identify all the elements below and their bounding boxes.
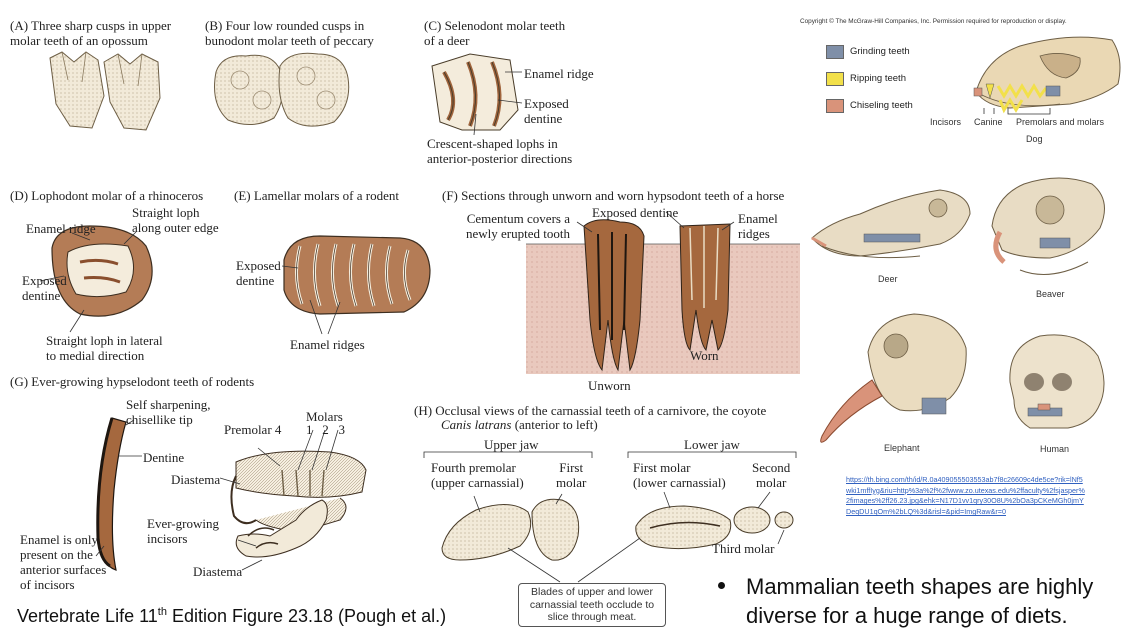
rodent-molars <box>281 235 431 335</box>
panel-h-upper-jaw: Upper jaw <box>484 437 539 452</box>
panel-g-molar-numbers: 1 2 3 <box>306 422 345 437</box>
panel-h-species-suffix: (anterior to left) <box>511 417 598 432</box>
opossum-molars <box>49 51 161 131</box>
figure-caption: Vertebrate Life 11th Edition Figure 23.1… <box>17 606 446 627</box>
panel-g-diastema-upper: Diastema <box>171 472 221 487</box>
rodent-skull-section <box>219 429 367 571</box>
panel-g-evergrowing-label: Ever-growing incisors <box>147 516 219 546</box>
coyote-carnassials <box>423 451 797 583</box>
elephant-name: Elephant <box>884 443 920 453</box>
panel-d-title: (D) Lophodont molar of a rhinoceros <box>10 188 204 203</box>
panel-h-subtitle: Canis latrans (anterior to left) <box>441 417 598 432</box>
panel-h-fourth-premolar: Fourth premolar (upper carnassial) <box>431 460 524 490</box>
panel-h-title: (H) Occlusal views of the carnassial tee… <box>414 403 767 418</box>
human-skull <box>1009 334 1105 429</box>
caption-pre: Vertebrate Life 11 <box>17 606 158 626</box>
horse-teeth <box>526 211 800 374</box>
panel-b-title: (B) Four low rounded cusps in bunodont m… <box>205 18 374 48</box>
panel-g-molars-label: Molars <box>306 409 343 424</box>
panel-h-third-molar: Third molar <box>712 541 775 556</box>
dog-name: Dog <box>1026 134 1043 144</box>
deer-skull <box>811 189 971 259</box>
peccary-molars <box>214 52 350 127</box>
rodent-incisor <box>95 417 142 571</box>
panel-g-enamel-label: Enamel is only present on the anterior s… <box>20 532 107 592</box>
panel-h-second-molar: Second molar <box>752 460 791 490</box>
panel-h-first-molar-lower: First molar (lower carnassial) <box>633 460 726 490</box>
caption-sup: th <box>157 606 167 618</box>
panel-h-species: Canis latrans <box>441 417 512 432</box>
copyright-notice: Copyright © The McGraw-Hill Companies, I… <box>800 18 1067 25</box>
deer-molar <box>431 53 523 136</box>
carnassial-callout: Blades of upper and lower carnassial tee… <box>518 583 666 627</box>
panel-e-ridges-label: Enamel ridges <box>290 337 365 352</box>
panel-c-title: (C) Selenodont molar teeth of a deer <box>424 18 566 48</box>
bullet-marker <box>718 582 725 589</box>
panel-f-worn-label: Worn <box>690 348 719 363</box>
panel-g-premolar-label: Premolar 4 <box>224 422 282 437</box>
deer-name: Deer <box>878 274 898 284</box>
legend-swatch-ripping <box>826 72 844 86</box>
dog-incisors-label: Incisors <box>930 117 962 127</box>
legend-label-ripping: Ripping teeth <box>850 73 906 84</box>
panel-d-straight-lateral-label: Straight loph in lateral to medial direc… <box>46 333 163 363</box>
panel-h-lower-jaw: Lower jaw <box>684 437 740 452</box>
panel-a-title: (A) Three sharp cusps in upper molar tee… <box>10 18 172 48</box>
bullet-text: Mammalian teeth shapes are highly divers… <box>746 574 1094 628</box>
panel-g-diastema-lower: Diastema <box>193 564 243 579</box>
dog-skull <box>973 36 1121 115</box>
human-name: Human <box>1040 444 1070 454</box>
panel-c-enamel-label: Enamel ridge <box>524 66 594 81</box>
panel-c-dentine-label: Exposed dentine <box>524 96 569 126</box>
panel-g-title: (G) Ever-growing hypselodont teeth of ro… <box>10 374 255 389</box>
panel-c-lophs-label: Crescent-shaped lophs in anterior-poster… <box>427 136 573 166</box>
panel-f-cementum-label: Cementum covers a newly erupted tooth <box>466 211 570 241</box>
beaver-skull <box>991 177 1105 275</box>
panel-h-first-molar-upper: First molar <box>556 460 587 490</box>
legend-swatch-grinding <box>826 45 844 59</box>
legend-swatch-chiseling <box>826 99 844 113</box>
panel-f-enamel-label: Enamel ridges <box>738 211 778 241</box>
panel-g-dentine-label: Dentine <box>143 450 185 465</box>
beaver-name: Beaver <box>1036 289 1065 299</box>
panel-g-self-label: Self sharpening, chisellike tip <box>126 397 211 427</box>
panel-d-straight-outer-label: Straight loph along outer edge <box>132 205 219 235</box>
panel-d-dentine-label: Exposed dentine <box>22 273 67 303</box>
panel-f-dentine-label: Exposed dentine <box>592 205 679 220</box>
panel-f-unworn-label: Unworn <box>588 378 631 393</box>
source-link[interactable]: https://th.bing.com/th/id/R.0a4090555035… <box>846 475 1085 517</box>
dog-canine-label: Canine <box>974 117 1003 127</box>
panel-f-title: (F) Sections through unworn and worn hyp… <box>442 188 785 203</box>
rhino-molar <box>39 225 153 333</box>
legend-label-grinding: Grinding teeth <box>850 46 910 57</box>
elephant-skull <box>820 313 967 443</box>
panel-e-title: (E) Lamellar molars of a rodent <box>234 188 399 203</box>
legend-label-chiseling: Chiseling teeth <box>850 100 913 111</box>
panel-d-enamel-label: Enamel ridge <box>26 221 96 236</box>
dog-premolars-label: Premolars and molars <box>1016 117 1105 127</box>
panel-e-dentine-label: Exposed dentine <box>236 258 281 288</box>
caption-post: Edition Figure 23.18 (Pough et al.) <box>166 606 447 626</box>
